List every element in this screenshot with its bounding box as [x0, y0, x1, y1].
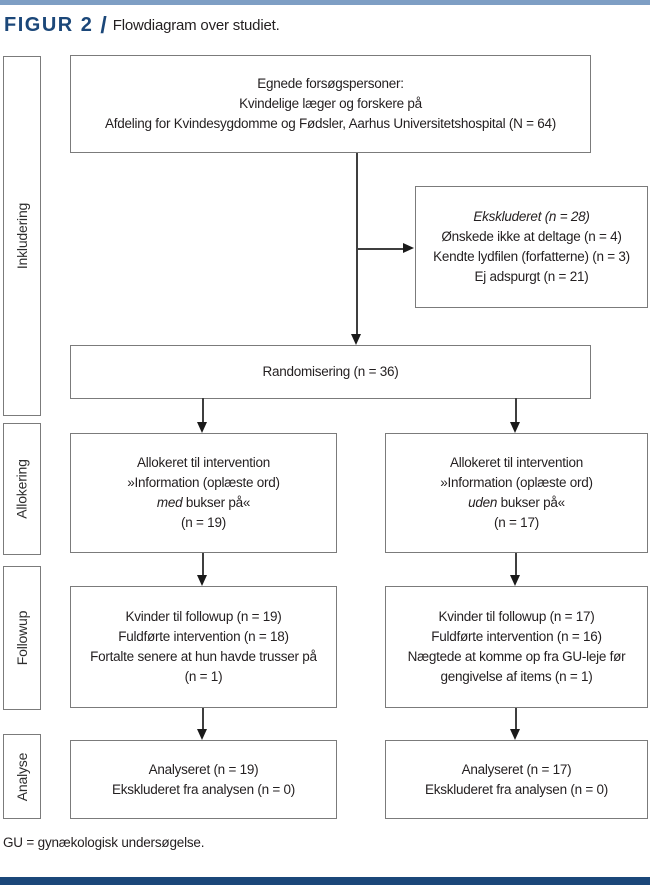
allocation-right-line: Allokeret til intervention — [449, 455, 584, 470]
stage-allokering: Allokering — [3, 423, 41, 555]
followup-right-box: Kvinder til followup (n = 17) Fuldførte … — [385, 586, 648, 708]
connector-allocation-to-followup-left — [202, 553, 204, 576]
stage-allokering-label: Allokering — [14, 459, 31, 519]
followup-right-line: Nægtede at komme op fra GU-leje før — [407, 649, 626, 664]
analysis-right-line: Ekskluderet fra analysen (n = 0) — [425, 781, 608, 797]
figure-number-label: FIGUR 2 — [4, 13, 94, 36]
arrowhead-into-analysis-left — [197, 729, 207, 740]
allocation-left-line: »Information (oplæste ord) — [127, 475, 280, 490]
allocation-left-line: Allokeret til intervention — [136, 455, 271, 470]
followup-left-box: Kvinder til followup (n = 19) Fuldførte … — [70, 586, 337, 708]
excluded-line: Kendte lydfilen (forfatterne) (n = 3) — [433, 249, 630, 264]
followup-left-line: Fuldførte intervention (n = 18) — [118, 629, 289, 644]
connector-to-excluded — [357, 248, 403, 250]
allocation-right-box: Allokeret til intervention »Information … — [385, 433, 648, 553]
figure-header: FIGUR 2 / Flowdiagram over studiet. — [4, 12, 280, 38]
top-accent-bar — [0, 0, 650, 5]
arrowhead-into-randomisation — [351, 334, 361, 345]
arrowhead-into-allocation-left — [197, 422, 207, 433]
stage-analyse: Analyse — [3, 734, 41, 819]
eligible-line: Kvindelige læger og forskere på — [239, 96, 422, 111]
arrowhead-into-followup-right — [510, 575, 520, 586]
analysis-right-box: Analyseret (n = 17) Ekskluderet fra anal… — [385, 740, 648, 819]
figure-title: Flowdiagram over studiet. — [112, 16, 280, 34]
eligible-line: Egnede forsøgspersoner: — [257, 76, 404, 91]
connector-followup-to-analysis-left — [202, 708, 204, 730]
connector-allocation-to-followup-right — [515, 553, 517, 576]
analysis-right-line: Analyseret (n = 17) — [461, 761, 572, 777]
analysis-left-line: Analyseret (n = 19) — [148, 761, 259, 777]
randomisation-box: Randomisering (n = 36) — [70, 345, 591, 399]
allocation-right-line: »Information (oplæste ord) — [440, 475, 593, 490]
eligible-box: Egnede forsøgspersoner: Kvindelige læger… — [70, 55, 591, 153]
stage-inkludering-label: Inkludering — [14, 202, 31, 270]
footnote: GU = gynækologisk undersøgelse. — [3, 835, 205, 850]
followup-right-line: Kvinder til followup (n = 17) — [438, 609, 595, 624]
arrowhead-into-analysis-right — [510, 729, 520, 740]
allocation-left-box: Allokeret til intervention »Information … — [70, 433, 337, 553]
followup-left-line: Kvinder til followup (n = 19) — [125, 609, 282, 624]
randomisation-label: Randomisering (n = 36) — [262, 364, 399, 379]
allocation-right-line: uden bukser på« — [468, 495, 565, 510]
arrowhead-into-allocation-right — [510, 422, 520, 433]
excluded-line: Ønskede ikke at deltage (n = 4) — [441, 229, 622, 244]
connector-eligible-to-randomisation — [356, 153, 358, 335]
excluded-title: Ekskluderet (n = 28) — [473, 209, 590, 224]
eligible-line: Afdeling for Kvindesygdomme og Fødsler, … — [104, 116, 557, 131]
followup-right-line: Fuldførte intervention (n = 16) — [431, 629, 602, 644]
allocation-right-line: (n = 17) — [494, 515, 539, 530]
connector-followup-to-analysis-right — [515, 708, 517, 730]
connector-randomisation-to-allocation-right — [515, 398, 517, 423]
excluded-line: Ej adspurgt (n = 21) — [474, 269, 589, 284]
stage-analyse-label: Analyse — [14, 752, 31, 801]
slash-separator: / — [100, 11, 107, 38]
excluded-box: Ekskluderet (n = 28) Ønskede ikke at del… — [415, 186, 648, 308]
stage-followup-label: Followup — [14, 610, 30, 666]
allocation-left-line: (n = 19) — [181, 515, 226, 530]
connector-randomisation-to-allocation-left — [202, 398, 204, 423]
emphasis-word: med — [156, 495, 183, 510]
analysis-left-line: Ekskluderet fra analysen (n = 0) — [112, 781, 295, 797]
allocation-left-line: med bukser på« — [156, 495, 251, 510]
followup-left-line: Fortalte senere at hun havde trusser på — [90, 649, 317, 664]
followup-right-line: gengivelse af items (n = 1) — [440, 669, 593, 684]
stage-inkludering: Inkludering — [3, 56, 41, 416]
emphasis-word: uden — [468, 495, 498, 510]
followup-left-line: (n = 1) — [184, 669, 223, 684]
arrowhead-into-excluded — [403, 243, 414, 253]
stage-followup: Followup — [3, 566, 41, 710]
arrowhead-into-followup-left — [197, 575, 207, 586]
analysis-left-box: Analyseret (n = 19) Ekskluderet fra anal… — [70, 740, 337, 819]
bottom-accent-bar — [0, 877, 650, 885]
